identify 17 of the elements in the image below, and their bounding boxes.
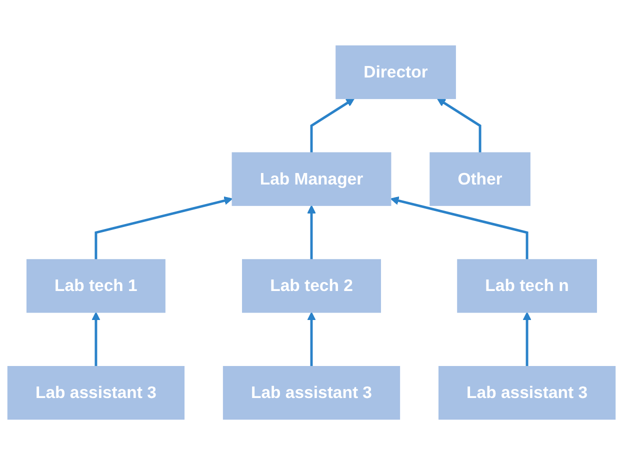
node-box: Lab Manager bbox=[232, 152, 392, 206]
node-box: Lab tech 1 bbox=[26, 259, 166, 313]
arrow bbox=[522, 312, 532, 366]
arrow bbox=[436, 98, 482, 153]
arrow bbox=[310, 98, 355, 153]
arrow bbox=[390, 196, 528, 260]
node-box: Director bbox=[336, 45, 456, 100]
node-box: Lab tech 2 bbox=[242, 259, 381, 313]
node-box: Lab tech n bbox=[457, 259, 597, 313]
node-box: Lab assistant 3 bbox=[7, 366, 185, 420]
arrow bbox=[307, 205, 316, 260]
node-box: Lab assistant 3 bbox=[222, 366, 400, 420]
arrow bbox=[307, 312, 316, 366]
node-box: Other bbox=[430, 152, 530, 206]
arrow bbox=[94, 196, 233, 260]
node-box: Lab assistant 3 bbox=[438, 366, 616, 420]
arrow bbox=[92, 312, 100, 366]
